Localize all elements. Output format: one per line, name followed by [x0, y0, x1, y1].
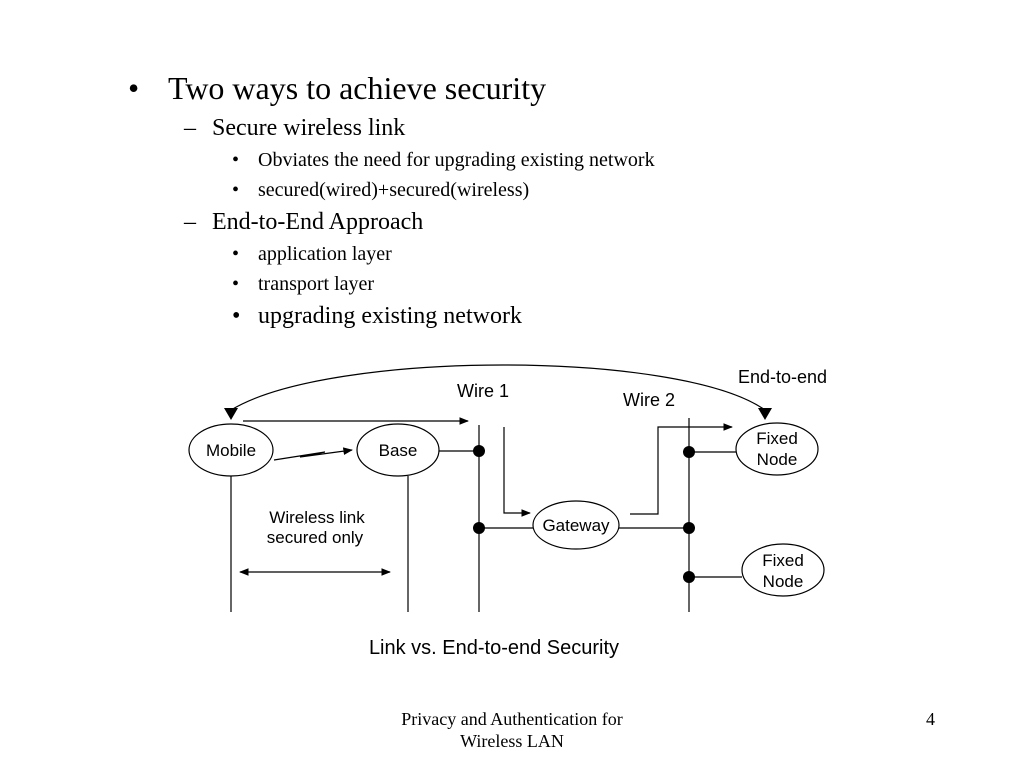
- fixed-node-2-line1: Fixed: [762, 551, 804, 570]
- junction-wire1-base: [473, 445, 485, 457]
- arrowhead-mobile: [224, 408, 238, 420]
- bullet-marker: •: [232, 273, 240, 295]
- arrowhead-fixed-node: [758, 408, 772, 420]
- dash-marker: –: [184, 115, 196, 141]
- base-label: Base: [379, 441, 418, 460]
- dash-marker: –: [184, 209, 196, 235]
- item-text: application layer: [258, 243, 392, 265]
- wire2-label: Wire 2: [623, 390, 675, 410]
- path-into-gateway: [503, 427, 531, 517]
- fixed-node-1-line1: Fixed: [756, 429, 798, 448]
- footer-title-line1: Privacy and Authentication for: [401, 709, 623, 729]
- item-text: upgrading existing network: [258, 303, 522, 329]
- footer-title: Privacy and Authentication for Wireless …: [372, 708, 652, 752]
- network-diagram: End-to-end Wire 1 Wire 2 Mobile Base Gat…: [188, 364, 827, 659]
- page-number: 4: [926, 709, 935, 729]
- gateway-node: [532, 500, 620, 550]
- end-to-end-label: End-to-end: [738, 367, 827, 387]
- end-to-end-arc: [230, 364, 766, 411]
- base-node: [356, 423, 440, 477]
- bullet-marker: •: [128, 70, 140, 106]
- junction-wire2-gateway: [683, 522, 695, 534]
- bullet-marker: •: [232, 179, 240, 201]
- footer-title-line2: Wireless LAN: [460, 731, 564, 751]
- bullet-text: Two ways to achieve security: [168, 70, 547, 106]
- fixed-node-2-line2: Node: [763, 572, 804, 591]
- mobile-label: Mobile: [206, 441, 256, 460]
- wireless-link-arrow: [273, 447, 353, 461]
- bullet-marker: •: [232, 303, 241, 329]
- diagram-caption: Link vs. End-to-end Security: [369, 637, 619, 659]
- wireless-note-line2: secured only: [267, 528, 364, 547]
- bullet-marker: •: [232, 243, 240, 265]
- fixed-node-1: [735, 422, 819, 476]
- item-text: transport layer: [258, 273, 375, 295]
- item-text: Obviates the need for upgrading existing…: [258, 149, 655, 171]
- subbullet-text: Secure wireless link: [212, 115, 406, 141]
- bullet-marker: •: [232, 149, 240, 171]
- fixed-node-1-line2: Node: [757, 450, 798, 469]
- path-gateway-to-fixed: [630, 423, 733, 515]
- item-text: secured(wired)+secured(wireless): [258, 179, 530, 201]
- subbullet-text: End-to-End Approach: [212, 209, 424, 235]
- fixed-node-2: [741, 543, 825, 597]
- wireless-note-line1: Wireless link: [269, 508, 365, 527]
- gateway-label: Gateway: [542, 516, 610, 535]
- wire1-label: Wire 1: [457, 381, 509, 401]
